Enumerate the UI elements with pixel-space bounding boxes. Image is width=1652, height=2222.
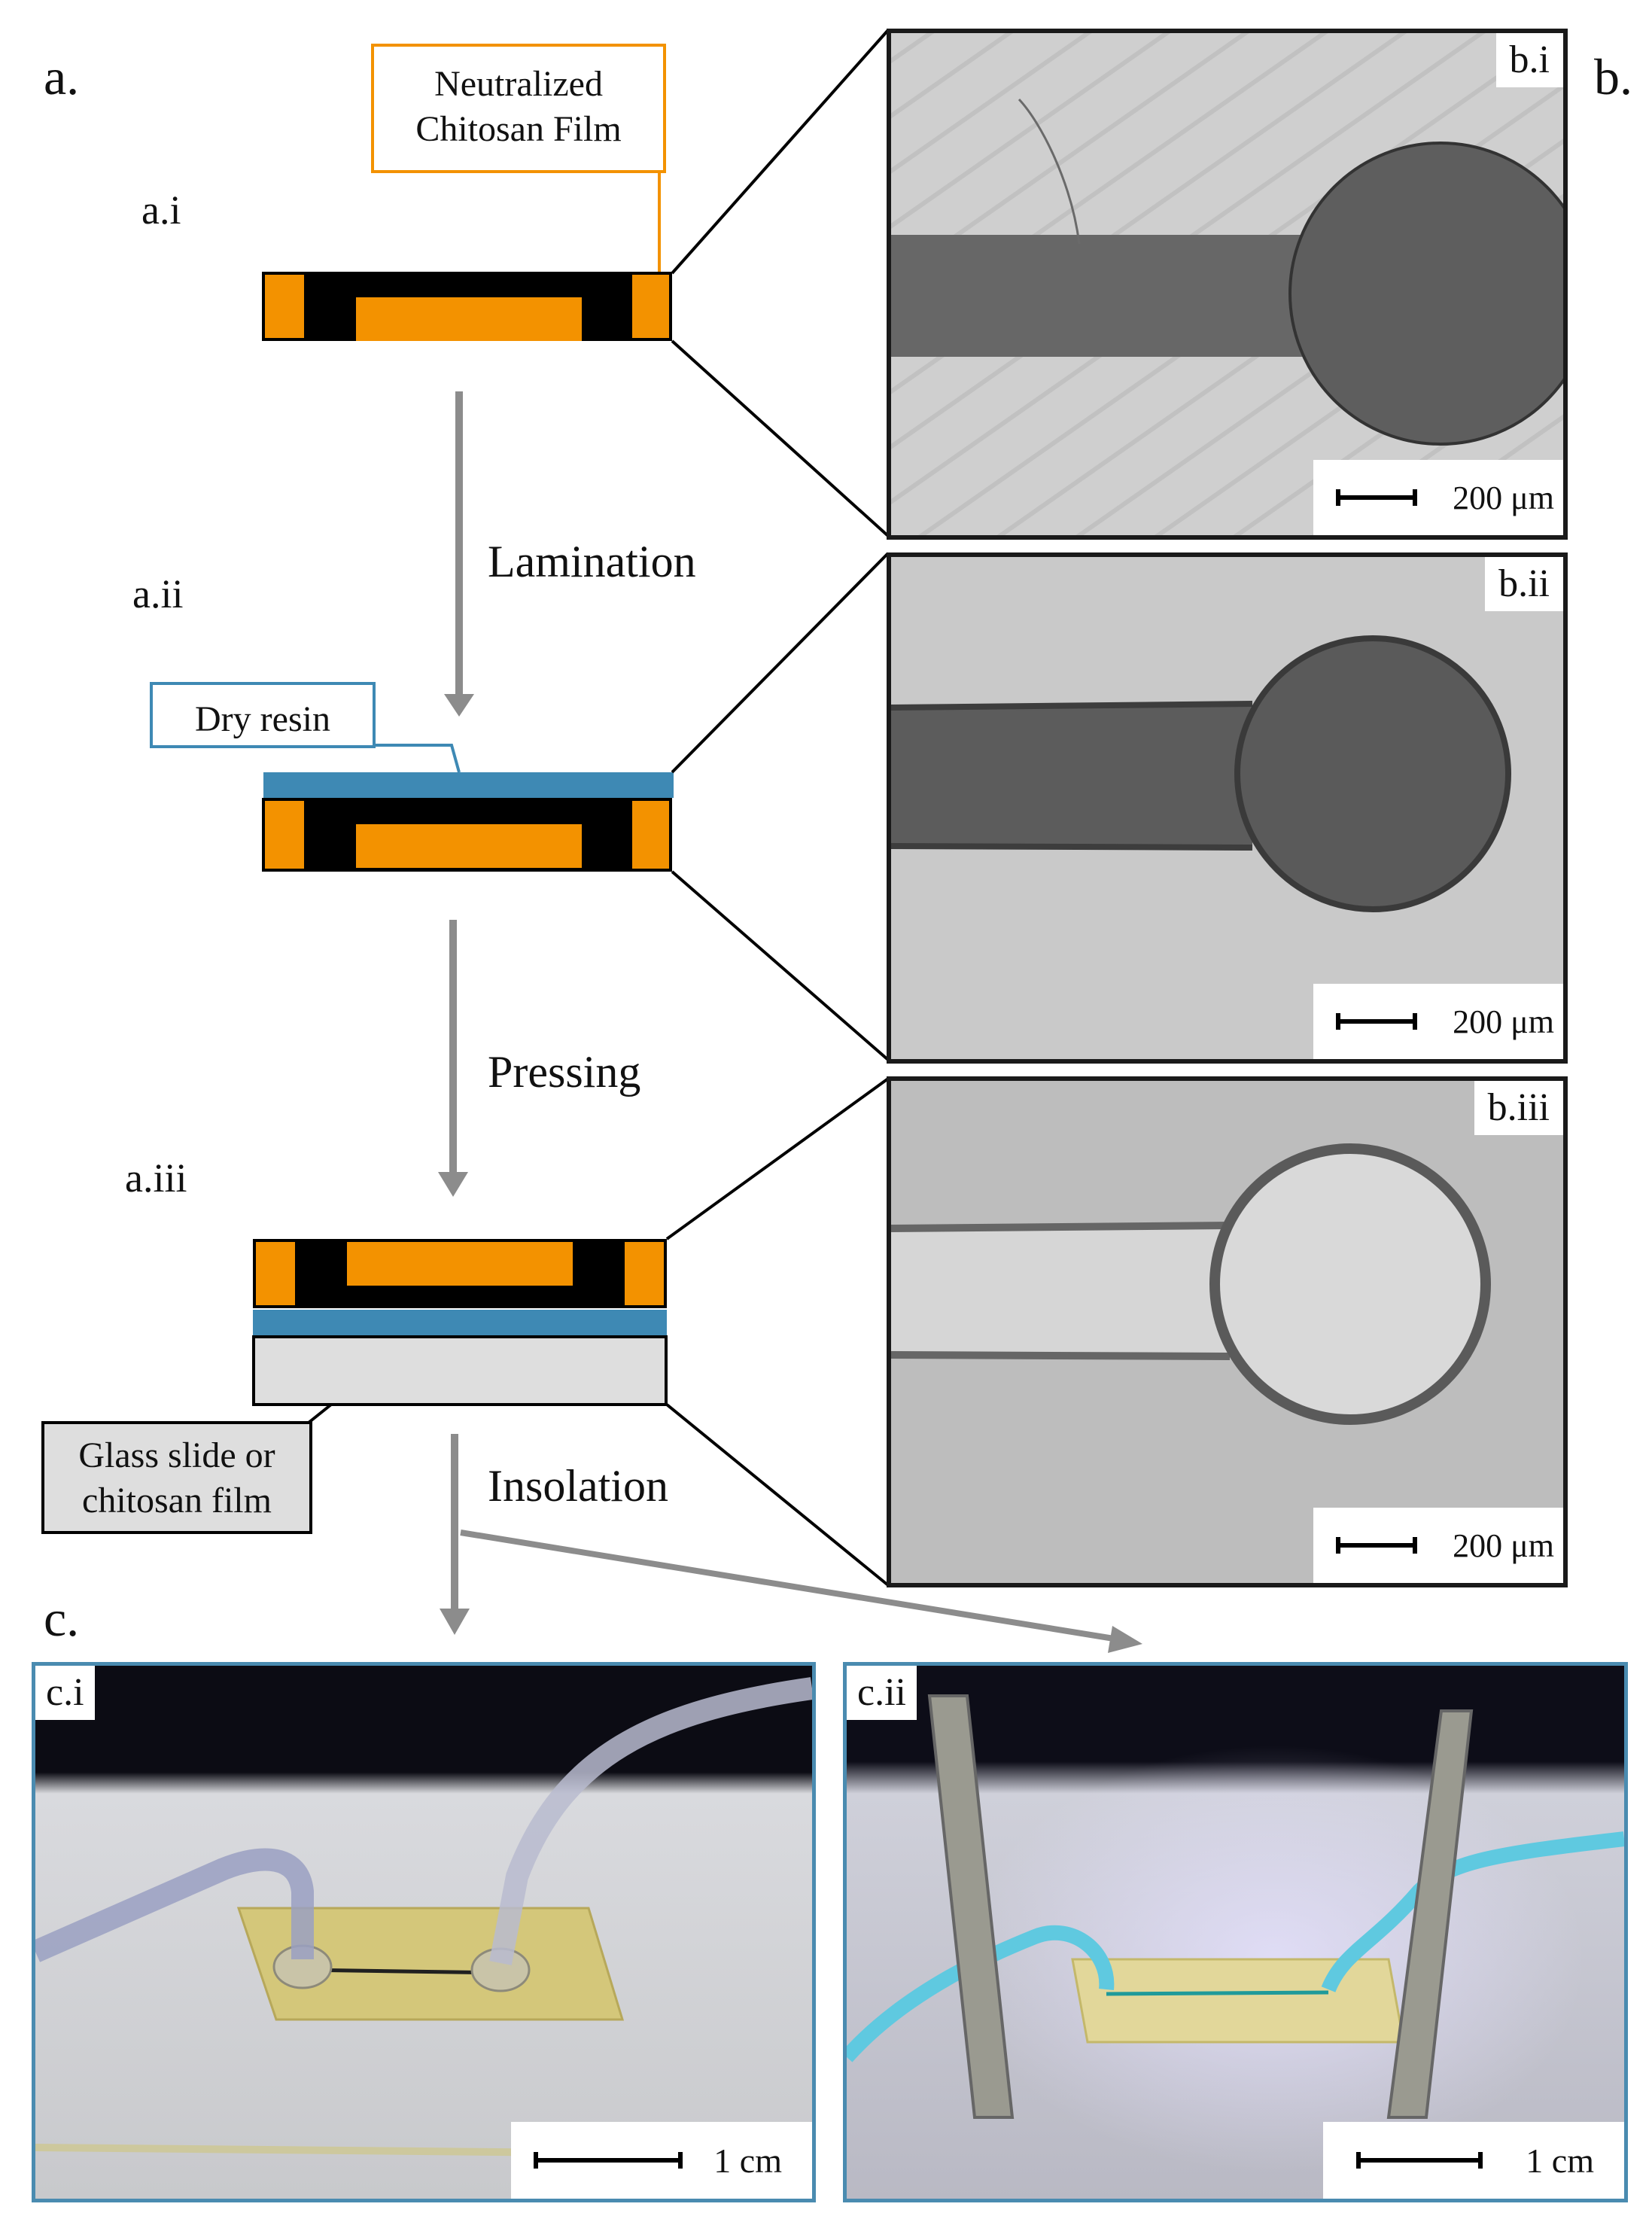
resin-callout-line (373, 744, 461, 773)
step-label-a-ii: a.ii (132, 571, 184, 616)
micrograph-b-ii: b.ii 200 μm (887, 552, 1568, 1064)
micrograph-b-iii: b.iii 200 μm (887, 1076, 1568, 1587)
callout-neutralized-chitosan-film: Neutralized Chitosan Film (371, 44, 666, 173)
resin-layer (253, 1310, 667, 1335)
step-label-a-i: a.i (141, 187, 181, 233)
scale-bar: 200 μm (1313, 984, 1563, 1059)
orange-channel (356, 297, 582, 341)
scale-bar-line (1336, 1013, 1418, 1030)
photo-c-i: c.i 1 cm (32, 1662, 816, 2202)
orange-electrode-left (265, 275, 304, 338)
scale-bar: 200 μm (1313, 460, 1563, 535)
zoom-line (665, 1077, 890, 1240)
micrograph-label: b.i (1495, 33, 1563, 87)
step-label-a-iii: a.iii (125, 1155, 187, 1201)
scale-bar: 200 μm (1313, 1508, 1563, 1583)
zoom-line (671, 870, 890, 1061)
scale-bar-text: 200 μm (1453, 1526, 1554, 1564)
device-photo (35, 1666, 812, 2199)
zoom-line (671, 339, 890, 537)
callout-dry-resin: Dry resin (150, 682, 376, 748)
glass-slide (252, 1335, 668, 1406)
micrograph-image (891, 1081, 1563, 1583)
micrograph-b-i: b.i 200 μm (887, 29, 1568, 540)
arrow-insolation (440, 1434, 1142, 1653)
glass-callout-line (307, 1403, 333, 1424)
process-label-insolation: Insolation (488, 1461, 668, 1511)
layer-stack-a-iii (252, 1239, 668, 1406)
zoom-line (671, 29, 890, 275)
process-label-lamination: Lamination (488, 537, 696, 586)
scale-bar-text: 200 μm (1453, 479, 1554, 516)
photo-label: c.ii (847, 1666, 917, 1720)
scale-bar: 1 cm (1323, 2122, 1624, 2199)
photo-label: c.i (35, 1666, 95, 1720)
micrograph-image (891, 557, 1563, 1059)
layer-stack-a-i (262, 272, 672, 341)
layer-stack-a-ii (262, 772, 674, 872)
arrow-lamination (444, 391, 474, 717)
zoom-line (671, 552, 890, 774)
micrograph-image (891, 33, 1563, 535)
process-label-pressing: Pressing (488, 1047, 641, 1097)
scale-bar-line (1356, 2152, 1483, 2169)
panel-label-c: c. (44, 1590, 80, 1647)
panel-label-a: a. (44, 48, 80, 105)
scale-bar-line (1336, 489, 1418, 506)
film-callout-line (655, 170, 661, 272)
scale-bar-text: 1 cm (713, 2141, 782, 2180)
photo-c-ii: c.ii 1 cm (843, 1662, 1628, 2202)
micrograph-label: b.iii (1474, 1081, 1563, 1135)
scale-bar-line (1336, 1537, 1418, 1554)
panel-label-b: b. (1594, 48, 1632, 105)
device-photo (847, 1666, 1624, 2199)
zoom-line (665, 1403, 890, 1587)
micrograph-label: b.ii (1485, 557, 1563, 611)
scale-bar-text: 1 cm (1526, 2141, 1594, 2180)
callout-glass-slide: Glass slide or chitosan film (41, 1421, 312, 1534)
scale-bar-text: 200 μm (1453, 1003, 1554, 1040)
scale-bar-line (534, 2152, 683, 2169)
scale-bar: 1 cm (511, 2122, 812, 2199)
orange-electrode-right (632, 275, 669, 338)
dry-resin-layer (263, 772, 674, 798)
arrow-pressing (438, 920, 468, 1197)
